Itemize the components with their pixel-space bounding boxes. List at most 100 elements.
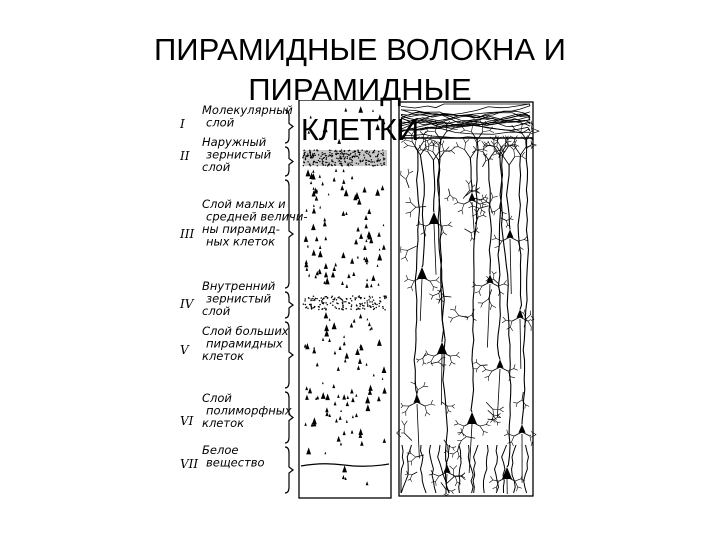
cell-body (345, 401, 350, 407)
cell-dot (378, 160, 380, 162)
cell-body (323, 311, 329, 319)
cell-body (375, 188, 381, 196)
dendrite (405, 139, 413, 143)
dendrite (470, 201, 474, 207)
dendrite (410, 381, 415, 385)
cell-dot (362, 159, 364, 161)
cell-dot (306, 154, 308, 157)
dendrite (415, 206, 427, 208)
dendrite (490, 211, 495, 213)
apical-dendrite (469, 157, 473, 193)
dendrite (401, 139, 406, 143)
cell-body (370, 283, 373, 288)
dendrite (493, 415, 497, 420)
dendrite (406, 470, 408, 474)
dendrite (407, 245, 417, 251)
dendrite (431, 140, 435, 145)
dendrite (423, 139, 431, 143)
dendrite (493, 271, 497, 275)
dendrite (465, 139, 470, 144)
dendrite (425, 126, 429, 132)
cell-body (378, 248, 381, 251)
branchlet (487, 409, 501, 423)
layer-label-line: Слой больших (202, 324, 289, 338)
dendrite (465, 191, 472, 197)
dendrite (525, 144, 532, 149)
cell-dot (340, 163, 343, 165)
dendrite (432, 151, 439, 161)
layer-label-line: вещество (206, 456, 265, 470)
cell-dot (382, 152, 384, 154)
cell-dot (307, 154, 310, 157)
cell-dot (326, 161, 328, 164)
cell-dot (363, 154, 365, 156)
cell-body (325, 411, 329, 417)
apical-dendrite (517, 154, 523, 310)
dendrite (492, 138, 498, 142)
cell-dot (379, 300, 381, 302)
dendrite (490, 476, 494, 481)
dendrite (455, 142, 459, 147)
cell-dot (371, 301, 373, 303)
cell-dot (331, 164, 333, 167)
dendrite (530, 127, 540, 132)
cell-dot (382, 157, 385, 159)
cell-dot (310, 299, 312, 302)
dendrite (405, 250, 408, 258)
layer-numeral: III (179, 227, 194, 241)
cell-body (356, 255, 359, 259)
dendrite (404, 473, 408, 476)
dendrite (462, 190, 470, 199)
cell-dot (365, 161, 367, 164)
dendrite (500, 291, 505, 295)
cell-dot (340, 149, 343, 151)
dendrite (475, 284, 483, 287)
cell-body (339, 442, 343, 446)
cell-body (345, 211, 348, 216)
cell-dot (378, 305, 380, 307)
cell-dot (372, 303, 374, 306)
cell-dot (325, 309, 327, 311)
dendrite (523, 236, 528, 240)
layer-label-line: ных клеток (206, 235, 275, 249)
dendrite (432, 144, 435, 152)
dendrite (400, 402, 403, 407)
cell-dot (304, 158, 307, 160)
cell-body (341, 251, 346, 259)
dendrite (463, 199, 473, 205)
dendrite (453, 423, 459, 426)
tangential-fiber (400, 105, 531, 122)
cell-dot (331, 153, 333, 155)
cell-dot (342, 306, 344, 309)
dendrite (475, 188, 479, 192)
branchlet (429, 285, 445, 304)
cell-dot (336, 157, 338, 159)
cell-dot (385, 296, 388, 299)
dendrite (503, 283, 509, 286)
dendrite (450, 147, 455, 151)
dendrite (422, 362, 424, 366)
layer-label-line: слой (206, 116, 235, 130)
layer-label-line: слой (202, 160, 231, 174)
dendrite (447, 194, 451, 199)
dendrite (453, 465, 458, 470)
cell-body (303, 343, 307, 348)
branchlet (492, 135, 512, 158)
cell-dot (369, 301, 371, 303)
dendrite (479, 201, 487, 205)
cell-dot (329, 151, 331, 154)
cell-body (340, 184, 345, 191)
branchlet (474, 208, 487, 225)
dendrite (403, 135, 406, 141)
tangential-fiber (400, 113, 531, 127)
cell-dot (383, 163, 386, 165)
dendrite (503, 156, 510, 166)
dendrite (438, 361, 443, 366)
cell-dot (331, 155, 333, 158)
dendrite (521, 136, 526, 141)
axon (519, 318, 522, 369)
dendrite (464, 315, 468, 318)
axon (416, 403, 420, 459)
cell-dot (377, 153, 379, 155)
cell-body (381, 377, 384, 380)
